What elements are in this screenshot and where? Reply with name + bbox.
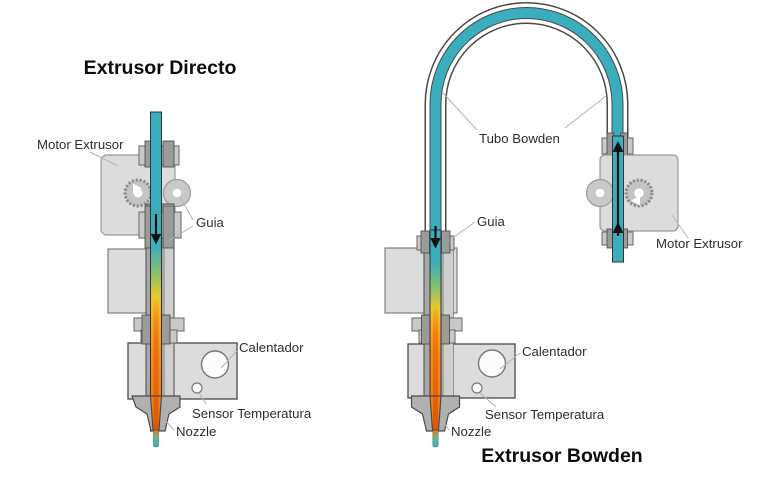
direct-guide-leader-upper	[179, 196, 194, 221]
bowden-heater-leader	[499, 352, 521, 370]
direct-heater-label: Calentador	[239, 340, 304, 355]
bowden-motor-label: Motor Extrusor	[656, 236, 743, 251]
direct-heater-cartridge-hole	[200, 350, 230, 379]
direct-motor-label: Motor Extrusor	[37, 137, 124, 152]
direct-extruded-strand	[152, 429, 160, 448]
bowden-tube-leader-left	[442, 92, 478, 131]
bowden-idler-gear-icon	[585, 178, 615, 208]
bowden-nozzle-leader	[439, 417, 450, 431]
bowden-drive-gear-icon	[624, 178, 654, 208]
bowden-title: Extrusor Bowden	[481, 445, 642, 467]
bowden-sensor-leader	[479, 392, 497, 408]
bowden-motor-leader	[671, 214, 689, 239]
bowden-extruder-diagram: Tubo Bowden Guia Motor Extrusor Calentad…	[384, 2, 743, 467]
direct-heater-block	[127, 342, 238, 400]
bowden-heater-cartridge-hole	[477, 349, 507, 378]
bowden-sensor-hole	[471, 382, 483, 394]
direct-sensor-label: Sensor Temperatura	[192, 406, 312, 421]
bowden-sensor-label: Sensor Temperatura	[485, 407, 605, 422]
bowden-tube-leader-right	[564, 95, 607, 129]
direct-sensor-leader	[198, 392, 207, 405]
bowden-molten-core	[433, 303, 438, 430]
bowden-extruded-strand	[432, 429, 439, 448]
bowden-tube-label: Tubo Bowden	[479, 131, 560, 146]
direct-heater-leader	[220, 350, 238, 369]
direct-motor-leader	[89, 151, 119, 167]
bowden-nozzle-body	[410, 395, 461, 432]
bowden-guide-arrow-icon	[430, 226, 441, 249]
bowden-heater-label: Calentador	[522, 344, 587, 359]
direct-guide-label: Guia	[196, 215, 225, 230]
direct-idler-gear-icon	[162, 178, 192, 208]
direct-feed-arrow-icon	[150, 214, 162, 245]
direct-nozzle-body	[131, 395, 181, 432]
direct-molten-core	[153, 296, 159, 430]
direct-extruder-diagram: Extrusor Directo Motor Extrusor Guia Cal…	[37, 57, 312, 448]
bowden-guide-leader	[450, 221, 476, 240]
direct-nozzle-label: Nozzle	[176, 424, 216, 439]
direct-nozzle-leader	[163, 418, 175, 431]
bowden-guide-label: Guia	[477, 214, 506, 229]
direct-sensor-hole	[191, 382, 203, 394]
bowden-feed-arrow-icon	[612, 141, 624, 236]
direct-title: Extrusor Directo	[84, 57, 237, 79]
direct-drive-gear-icon	[123, 178, 153, 208]
bowden-nozzle-label: Nozzle	[451, 424, 491, 439]
direct-guide-leader-lower	[169, 225, 194, 241]
bowden-tube	[424, 2, 629, 238]
